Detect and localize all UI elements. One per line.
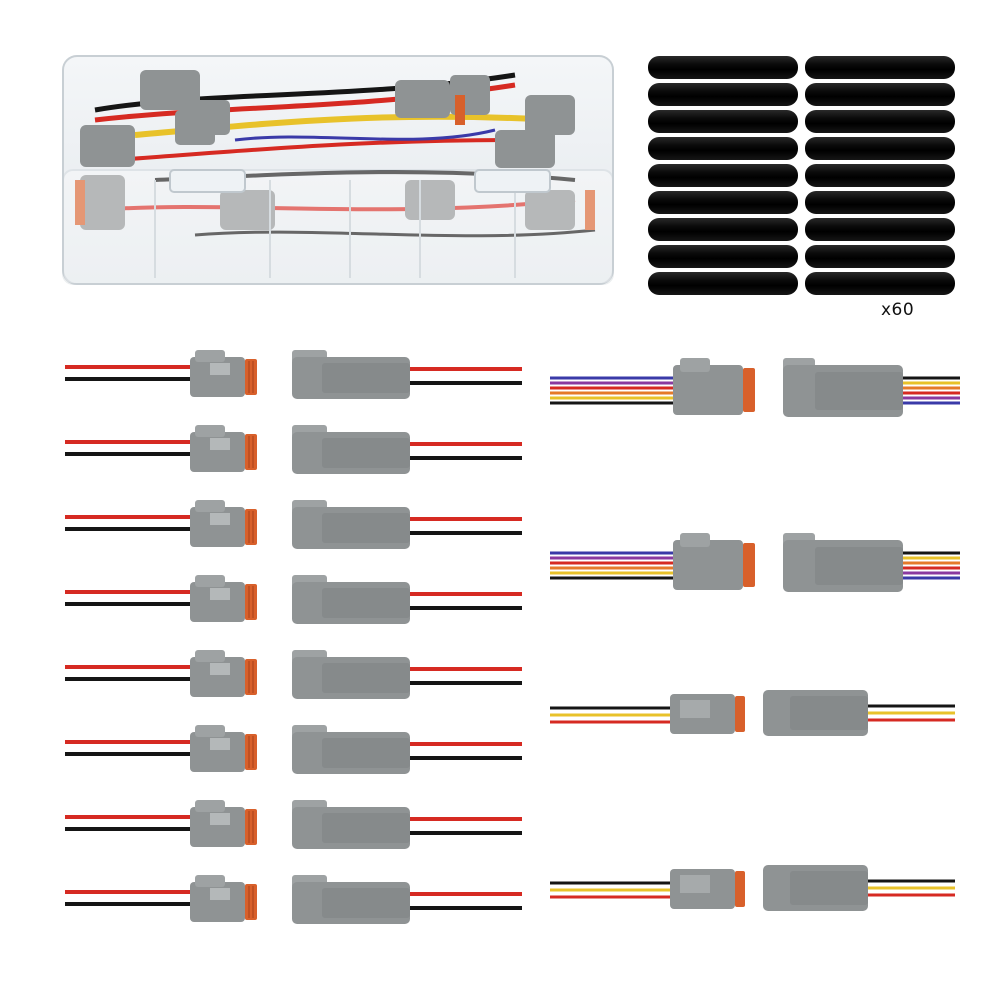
two-pin-connector-pair: [63, 798, 524, 851]
heat-shrink-tube: [805, 56, 955, 79]
two-pin-connector-pair: [63, 723, 524, 776]
six-pin-connector-pair: [548, 356, 962, 419]
heat-shrink-tube: [648, 218, 798, 241]
heat-shrink-tube: [805, 272, 955, 295]
multi-pin-connector-column: [548, 356, 962, 913]
heat-shrink-tube: [805, 137, 955, 160]
storage-box: [62, 55, 614, 285]
two-pin-connector-pair: [63, 423, 524, 476]
heat-shrink-tube: [805, 245, 955, 268]
two-pin-connector-pair: [63, 873, 524, 926]
two-pin-connector-pair: [63, 348, 524, 401]
two-pin-connector-pair: [63, 573, 524, 626]
heat-shrink-tube: [648, 245, 798, 268]
heat-shrink-tube: [648, 272, 798, 295]
heat-shrink-tubes: [640, 50, 985, 310]
heat-shrink-tube: [805, 110, 955, 133]
two-pin-connector-column: [63, 348, 524, 926]
heat-shrink-tube: [805, 83, 955, 106]
heat-shrink-tube: [648, 191, 798, 214]
heat-shrink-tube: [805, 164, 955, 187]
three-pin-connector-pair: [548, 688, 957, 738]
heat-shrink-count-label: x60: [881, 300, 915, 320]
heat-shrink-tube: [648, 137, 798, 160]
two-pin-connector-pair: [63, 498, 524, 551]
two-pin-connector-pair: [63, 648, 524, 701]
heat-shrink-tube: [648, 110, 798, 133]
heat-shrink-tube: [648, 83, 798, 106]
heat-shrink-tube: [805, 191, 955, 214]
heat-shrink-tube: [805, 218, 955, 241]
heat-shrink-tube: [648, 56, 798, 79]
heat-shrink-tube: [648, 164, 798, 187]
three-pin-connector-pair: [548, 863, 957, 913]
six-pin-connector-pair: [548, 531, 962, 594]
